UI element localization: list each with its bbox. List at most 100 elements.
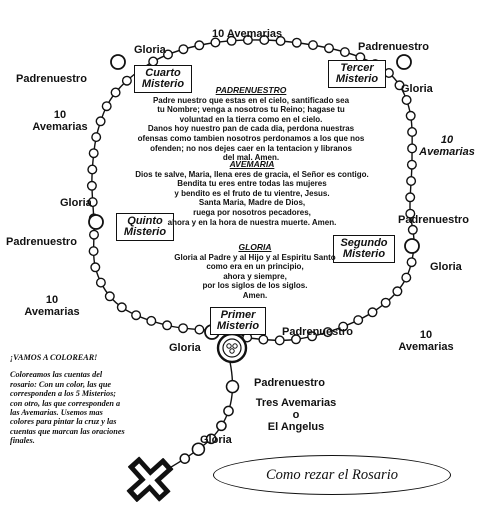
prayer-gloria-line: ahora y siempre, [223,271,287,281]
label-avemarias-br-text: Avemarias [398,341,454,353]
prayer-padrenuestro-line: Danos hoy nuestro pan de cada dia, perdo… [147,124,355,134]
rosary-bead [88,148,99,159]
rosary-bead [407,126,418,137]
coloring-line: rosario: Con un color, las que [10,379,112,389]
prayer-gloria-line: Amen. [242,290,268,300]
label-padrenuestro-top-right: Padrenuestro [358,41,429,53]
mystery-box-quinto: Quinto Misterio [116,213,174,241]
prayer-avemaria-line: Dios te salve, Maria, llena eres de grac… [135,169,369,179]
label-padrenuestro-stem: Padrenuestro [254,377,325,389]
page-title: Como rezar el Rosario [266,466,398,483]
label-gloria-bottom-left: Gloria [169,342,201,354]
prayer-gloria-line: por los siglos de los siglos. [202,281,308,291]
medallion-dot [229,348,235,354]
label-avemarias-left: 10 Avemarias [20,109,100,133]
rosary-bead [406,159,417,170]
label-tres-line-1: Tres Avemarias [255,397,337,409]
rosary-bead [88,246,99,257]
rosary-bead [401,94,412,105]
coloring-line: cuentas que marcan las oraciones [10,426,125,436]
rosary-bead [353,315,364,326]
label-tres-avemarias: Tres Avemarias o El Angelus [232,397,360,433]
coloring-line: con otro, las que corresponden a [10,398,121,408]
rosary-bead [394,80,405,91]
rosary-bead [259,35,270,46]
rosary-bead [405,110,416,121]
rosary-bead [322,327,333,338]
stem-bead [225,379,240,394]
mystery-box-cuarto: Cuarto Misterio [134,65,192,93]
rosary-bead [86,180,97,191]
rosary-bead [104,291,115,302]
rosary-bead [308,40,319,51]
rosary-bead [380,297,391,308]
label-avemarias-bottom-left: 10 Avemarias [12,294,92,318]
label-avemarias-br-count: 10 [419,329,433,341]
rosary-bead [162,320,173,331]
coloring-instructions: ¡VAMOS A COLOREAR! Coloreamos las cuenta… [10,353,160,446]
label-padrenuestro-right-mid: Padrenuestro [398,214,469,226]
padrenuestro-bead [110,54,126,70]
rosary-bead [101,101,112,112]
stem-bead [191,442,206,456]
rosary-bead [131,310,142,321]
stem-bead [179,453,191,464]
rosary-bead [210,37,221,48]
mystery-box-tercer: Tercer Misterio [328,60,386,88]
prayer-avemaria-line: ahora y en la hora de nuestra muerte. Am… [167,217,337,227]
label-avemarias-top: 10 Avemarias [212,28,283,40]
label-padrenuestro-left-mid: Padrenuestro [6,236,77,248]
mystery-tercer-line2: Misterio [335,73,379,85]
prayer-padrenuestro-line: Padre nuestro que estas en el cielo, san… [152,95,350,105]
stem-bead [205,433,217,445]
mystery-quinto-line2: Misterio [123,226,167,238]
rosary-bead [87,197,98,208]
coloring-line: finales. [10,436,35,446]
prayer-avemaria-line: Santa Maria, Madre de Dios, [198,198,306,208]
rosary-bead [91,132,102,143]
prayer-avemaria-line: y bendito es el fruto de tu vientre, Jes… [174,188,330,198]
label-avemarias-left-text: Avemarias [32,121,88,133]
rosary-bead [339,47,350,58]
rosary-bead [392,286,403,297]
rosary-bead [367,307,378,318]
rosary-bead [95,116,106,127]
prayer-gloria-line: Gloria al Padre y al Hijo y al Espiritu … [174,252,336,262]
label-avemarias-right: 10 Avemarias [402,134,492,158]
medallion-dot [226,343,232,349]
label-gloria-top-left: Gloria [134,44,166,56]
rosary-bead [87,164,98,175]
rosary-bead [194,40,205,51]
prayer-gloria-title: GLORIA [238,242,272,252]
rosary-bead [324,43,335,54]
label-gloria-left-mid: Gloria [60,197,92,209]
prayer-gloria-line: como era en un principio, [206,262,304,272]
rosary-bead [407,224,418,235]
label-gloria-right-top: Gloria [401,83,433,95]
label-tres-line-3: El Angelus [267,421,325,433]
mystery-box-primer: Primer Misterio [210,307,266,335]
prayer-avemaria: AVEMARIA Dios te salve, Maria, llena ere… [104,159,400,227]
prayer-padrenuestro-title: PADRENUESTRO [215,85,287,95]
label-avemarias-bl-text: Avemarias [24,306,80,318]
prayer-gloria: GLORIA Gloria al Padre y al Hijo y al Es… [130,242,380,301]
rosary-bead [178,44,189,55]
rosary-bead [258,334,269,345]
rosary-bead [178,323,189,334]
mystery-cuarto-line2: Misterio [141,78,185,90]
padrenuestro-bead [396,54,412,70]
prayer-avemaria-title: AVEMARIA [229,159,275,169]
label-gloria-right-mid: Gloria [430,261,462,273]
title-oval: Como rezar el Rosario [213,455,451,495]
rosary-bead [242,35,253,46]
prayer-avemaria-line: ruega por nosotros pecadores, [193,207,311,217]
rosary-bead [291,37,302,48]
rosary-bead [110,87,121,98]
rosary-bead [116,302,127,313]
rosary-bead [291,334,302,345]
cross-inner [132,462,168,497]
coloring-line: Coloreamos las cuentas del [10,370,103,380]
rosary-bead [226,35,237,46]
rosary-bead [146,315,157,326]
label-avemarias-bottom-right: 10 Avemarias [381,329,471,353]
